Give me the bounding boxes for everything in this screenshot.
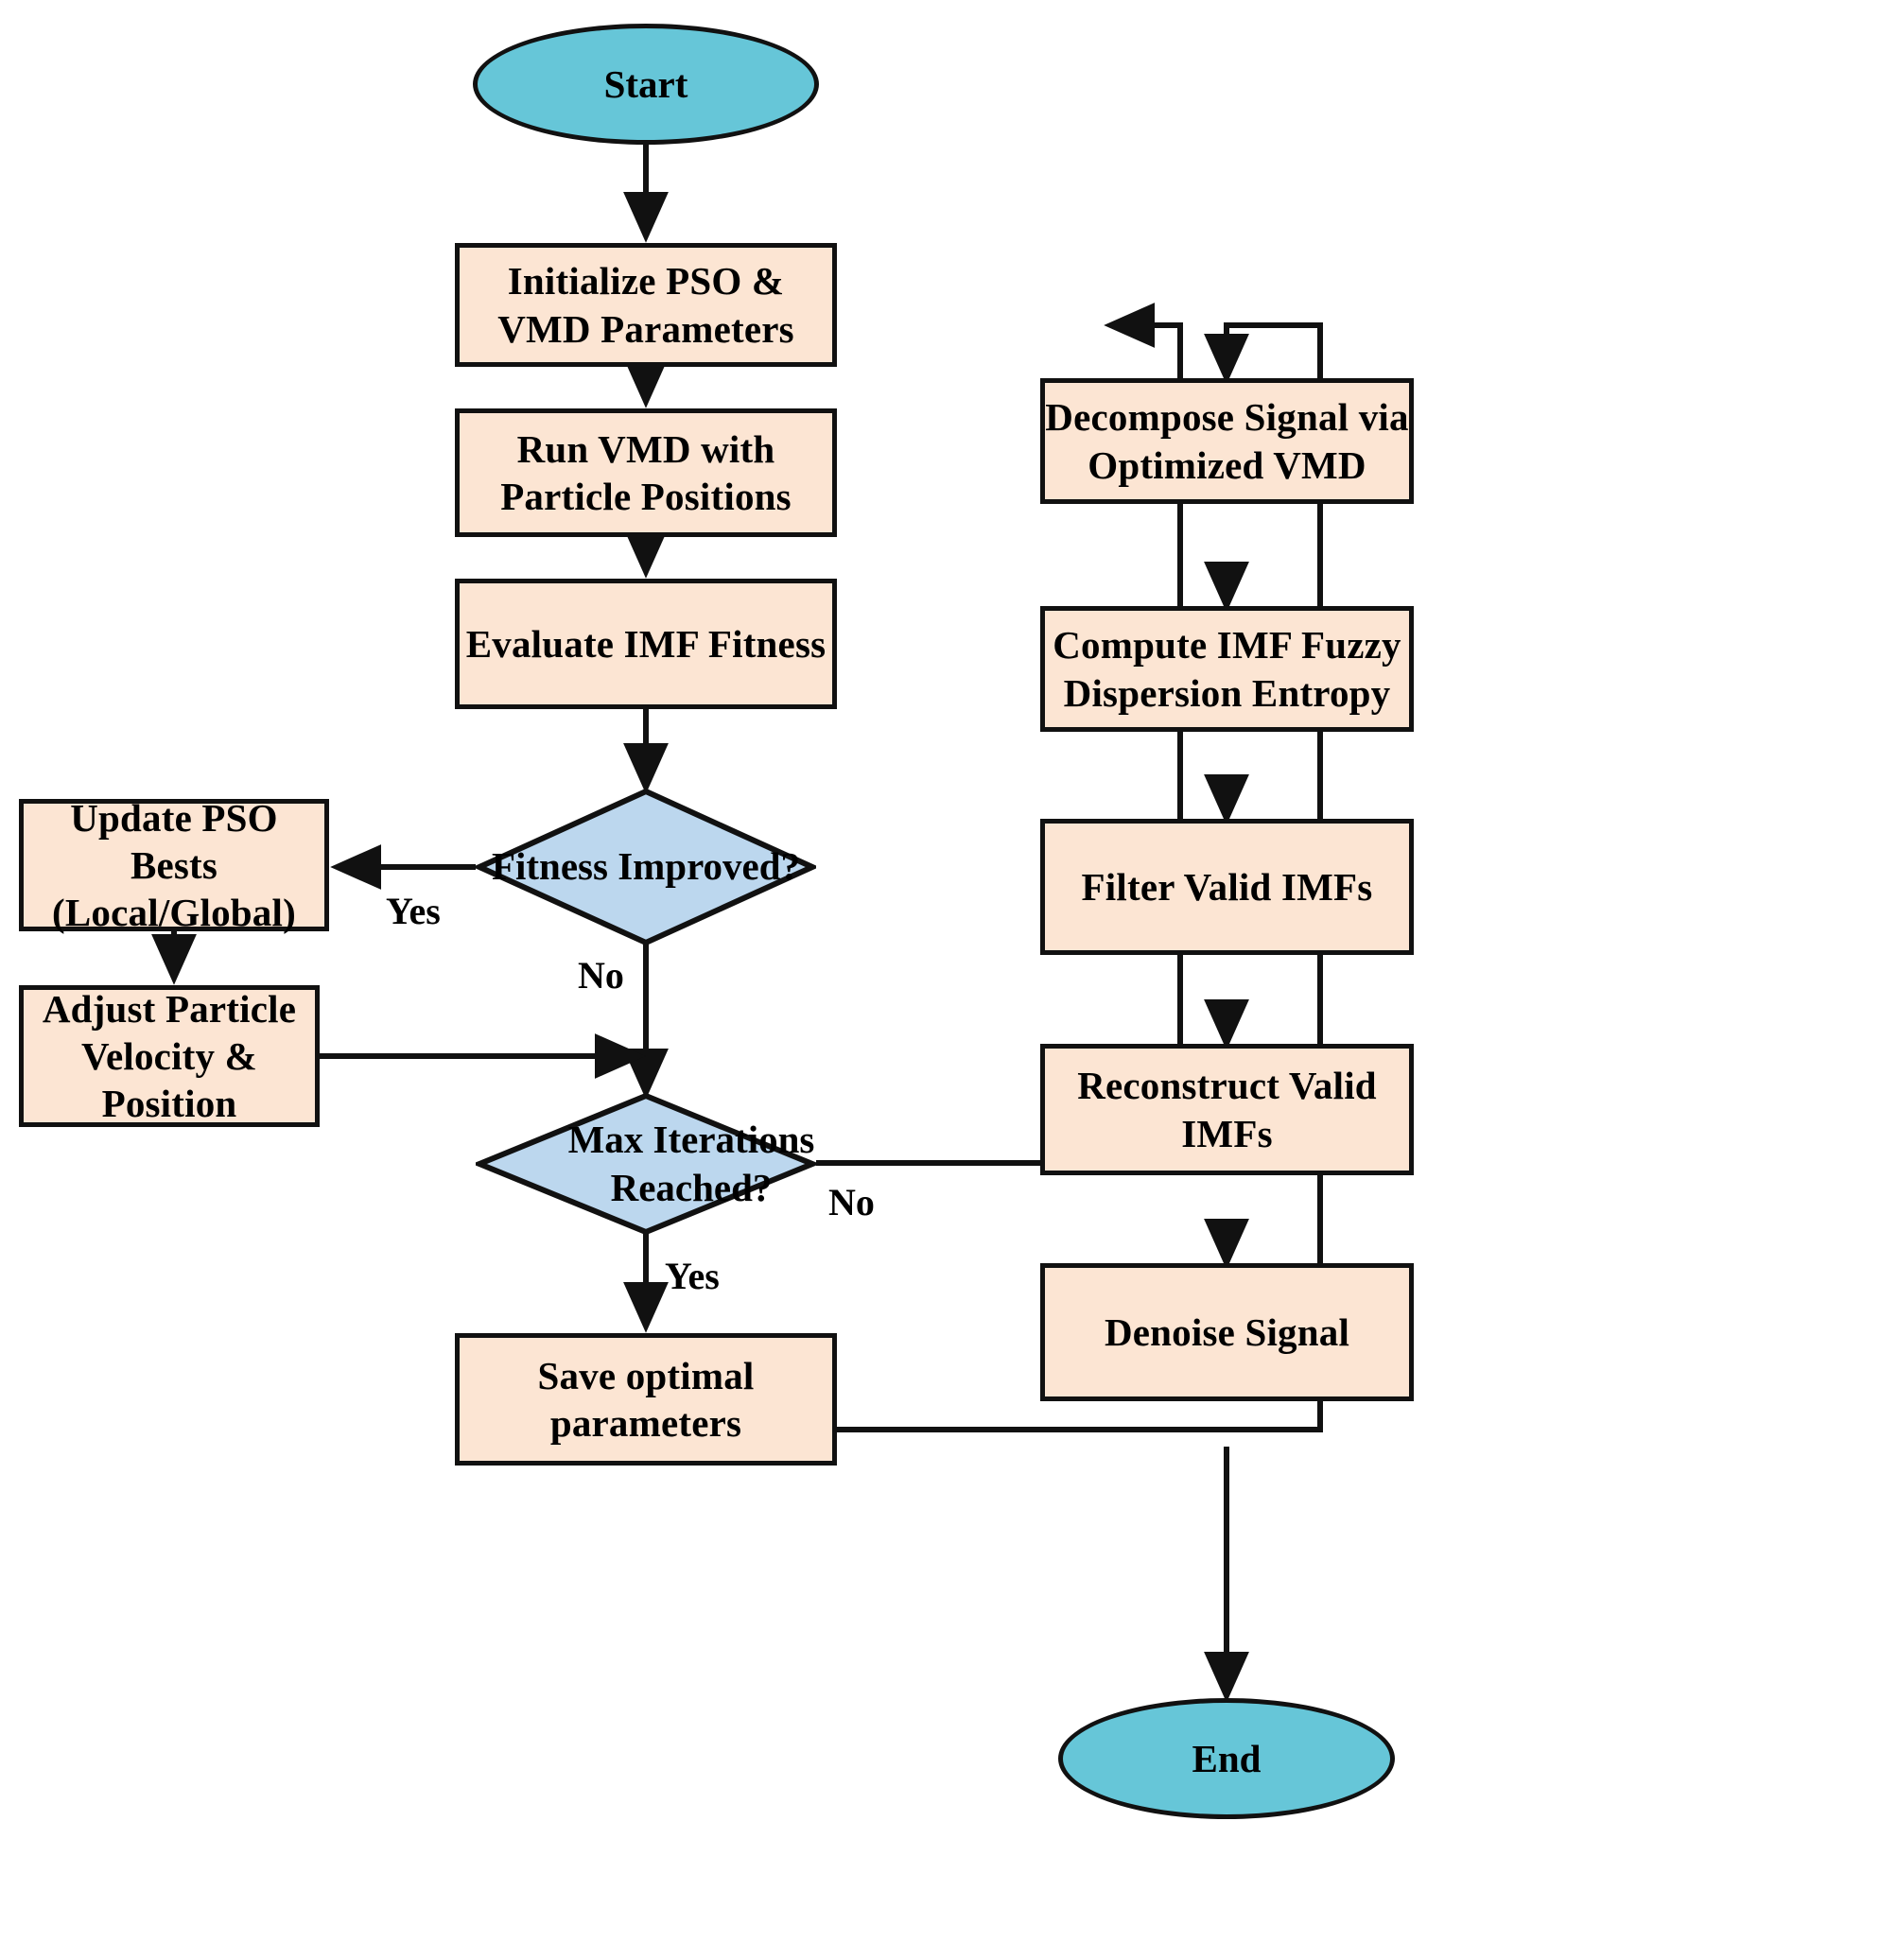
node-fitness-improved[interactable]: Fitness Improved?	[476, 788, 816, 946]
node-decompose[interactable]: Decompose Signal via Optimized VMD	[1040, 378, 1414, 504]
diamond-shape	[476, 1092, 816, 1236]
edge-label-fitness-yes-text: Yes	[386, 890, 441, 932]
edge-label-fitness-no-text: No	[578, 954, 624, 997]
edge-label-maxiter-yes: Yes	[665, 1254, 720, 1298]
node-decompose-label: Decompose Signal via Optimized VMD	[1045, 395, 1409, 487]
edge-label-maxiter-no-text: No	[828, 1181, 875, 1223]
node-start-label: Start	[603, 61, 688, 106]
node-run-vmd-label: Run VMD with Particle Positions	[500, 426, 792, 518]
edge-save-to-decompose	[837, 322, 1323, 1432]
node-filter-imfs[interactable]: Filter Valid IMFs	[1040, 819, 1414, 955]
edge-label-fitness-no: No	[578, 953, 624, 997]
node-compute-entropy[interactable]: Compute IMF Fuzzy Dispersion Entropy	[1040, 606, 1414, 732]
node-init-params[interactable]: Initialize PSO & VMD Parameters	[455, 243, 837, 367]
node-denoise[interactable]: Denoise Signal	[1040, 1263, 1414, 1401]
node-evaluate-imf[interactable]: Evaluate IMF Fitness	[455, 579, 837, 709]
node-max-iterations[interactable]: Max Iterations Reached?	[476, 1092, 816, 1236]
edge-label-maxiter-no: No	[828, 1180, 875, 1224]
node-compute-entropy-label: Compute IMF Fuzzy Dispersion Entropy	[1053, 623, 1401, 715]
node-init-params-label: Initialize PSO & VMD Parameters	[497, 259, 794, 351]
node-save-params[interactable]: Save optimal parameters	[455, 1333, 837, 1466]
node-update-bests-label: Update PSO Bests (Local/Global)	[52, 795, 296, 935]
node-adjust-particle[interactable]: Adjust Particle Velocity & Position	[19, 985, 320, 1127]
node-evaluate-imf-label: Evaluate IMF Fitness	[465, 621, 827, 666]
edge-label-fitness-yes: Yes	[386, 889, 441, 933]
node-update-bests[interactable]: Update PSO Bests (Local/Global)	[19, 796, 329, 934]
edge-maxiter-no-to-init	[816, 303, 1183, 1166]
node-run-vmd[interactable]: Run VMD with Particle Positions	[455, 408, 837, 537]
node-adjust-particle-label: Adjust Particle Velocity & Position	[42, 986, 297, 1126]
node-end-label: End	[1192, 1736, 1262, 1780]
node-filter-imfs-label: Filter Valid IMFs	[1081, 864, 1373, 909]
node-reconstruct-imfs-label: Reconstruct Valid IMFs	[1077, 1064, 1377, 1155]
node-reconstruct-imfs[interactable]: Reconstruct Valid IMFs	[1040, 1044, 1414, 1175]
edge-label-maxiter-yes-text: Yes	[665, 1255, 720, 1297]
node-start[interactable]: Start	[473, 24, 819, 145]
node-end[interactable]: End	[1058, 1698, 1395, 1819]
diamond-shape	[476, 788, 816, 946]
node-denoise-label: Denoise Signal	[1104, 1310, 1350, 1354]
node-save-params-label: Save optimal parameters	[537, 1353, 755, 1445]
